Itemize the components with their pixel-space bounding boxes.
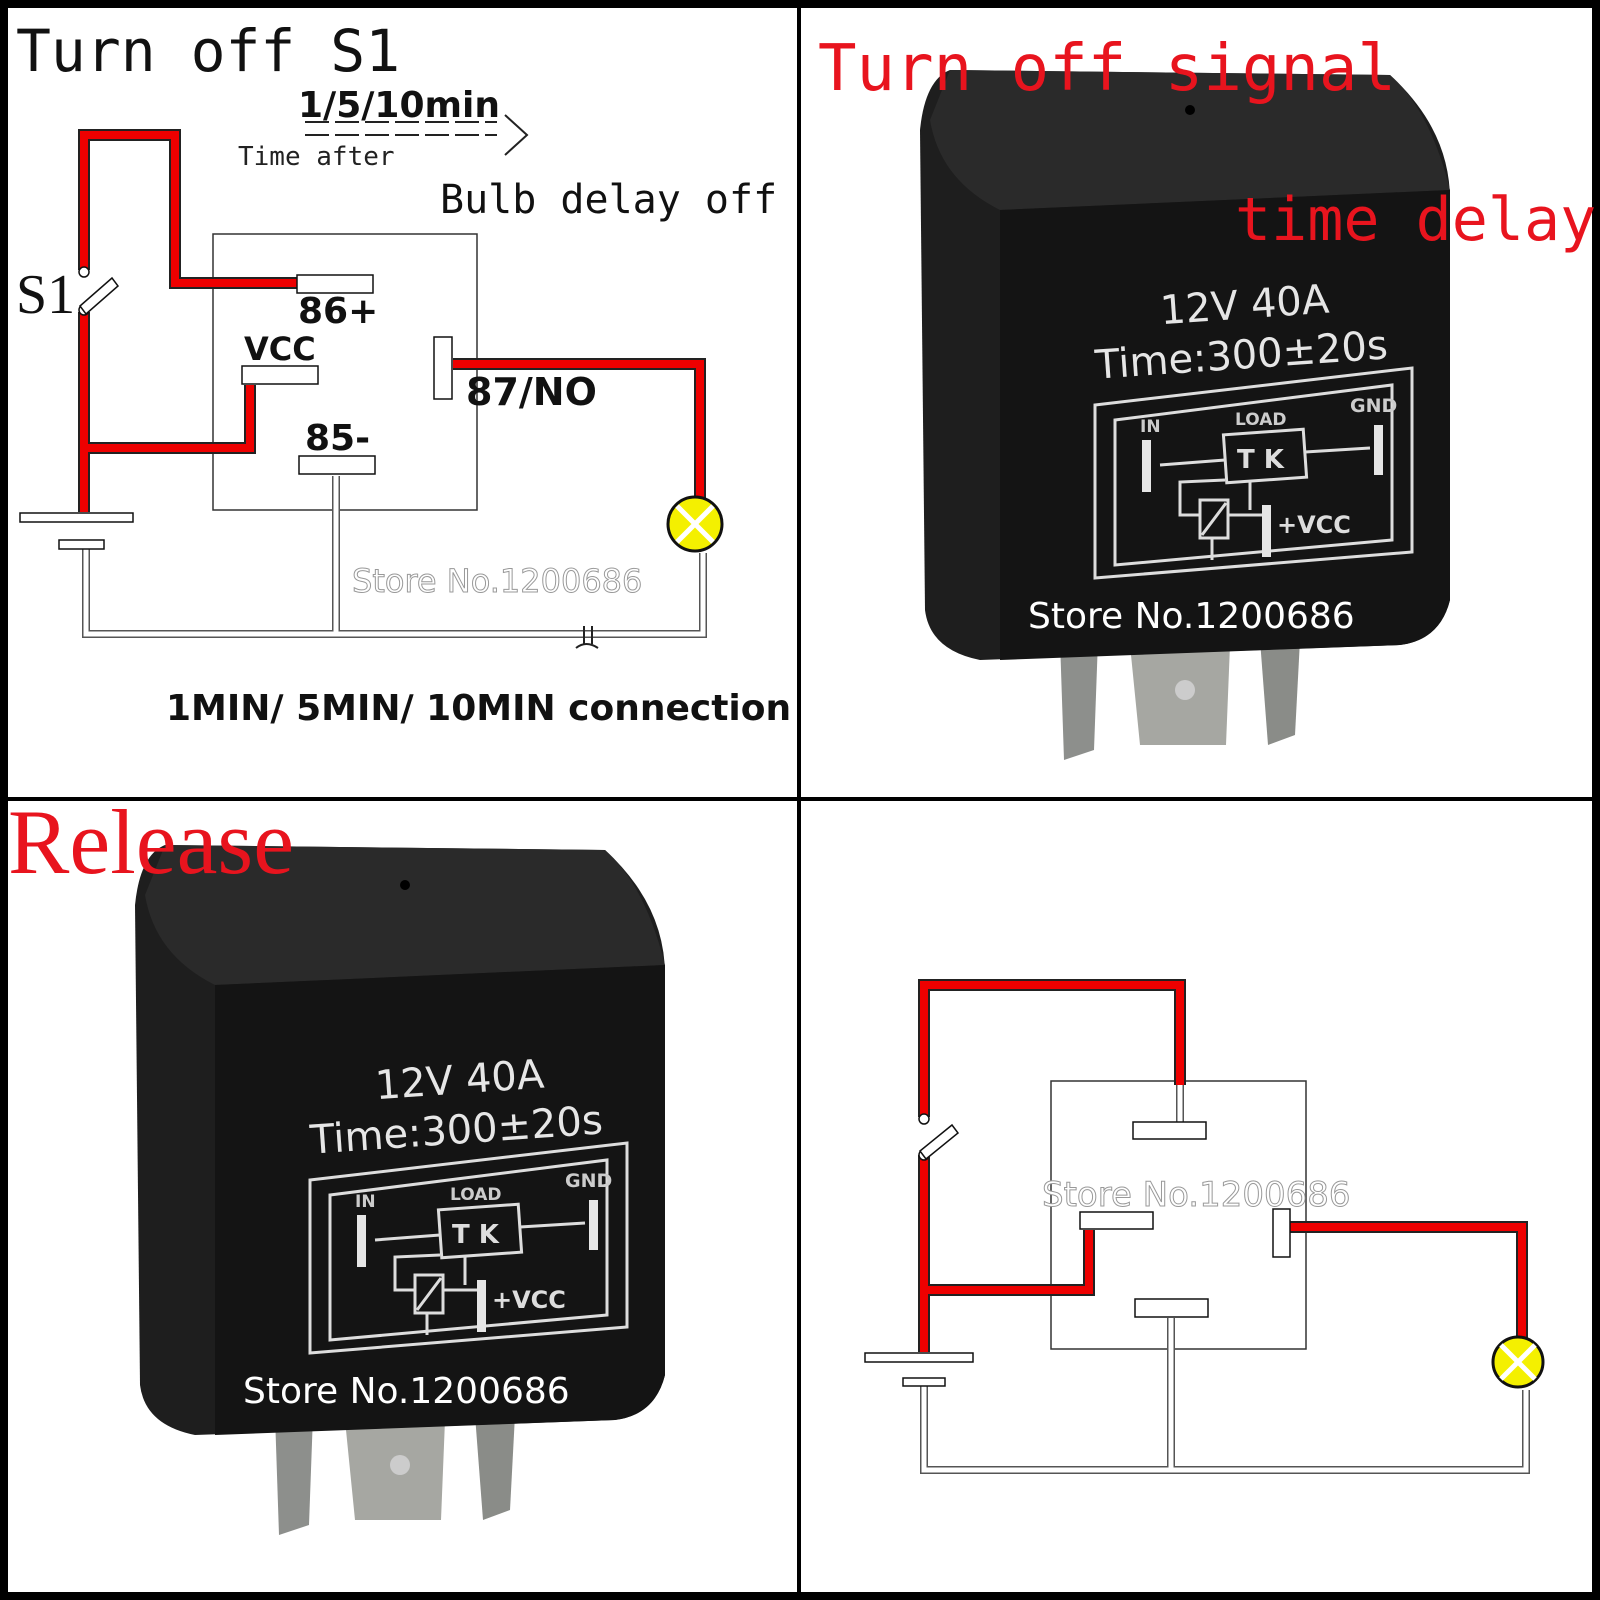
watermark: Store No.1200686 xyxy=(1028,596,1355,637)
battery-plate-short xyxy=(902,1377,946,1387)
relay-gnd-label: GND xyxy=(565,1170,612,1192)
relay-outline xyxy=(212,233,478,511)
active-wire xyxy=(920,981,1526,1352)
relay-vcc-label: +VCC xyxy=(1277,511,1351,539)
title-turn-off-signal: Turn off signal xyxy=(818,32,1396,106)
bulb-delay-off-label: Bulb delay off xyxy=(440,177,777,223)
pin-vcc-pad xyxy=(1079,1211,1154,1230)
pin-85-pad xyxy=(1134,1298,1209,1318)
watermark: Store No.1200686 xyxy=(243,1371,570,1412)
relay-load-label: LOAD xyxy=(450,1185,502,1205)
active-wire xyxy=(80,131,704,512)
pin-87-label: 87/NO xyxy=(466,370,597,414)
relay-photo-bottom-left: 12V 40A Time:300±20s IN LOAD GND T K +VC… xyxy=(8,791,667,1537)
ground-wire xyxy=(921,1085,1529,1473)
caption-connection: 1MIN/ 5MIN/ 10MIN connection xyxy=(166,688,791,729)
relay-gnd-label: GND xyxy=(1350,395,1397,417)
switch-s1-label: S1 xyxy=(16,264,75,326)
bulb-icon xyxy=(666,495,724,553)
panel-bottom-right xyxy=(801,801,1592,1592)
ground-symbol xyxy=(575,626,599,649)
time-arrow xyxy=(305,114,529,156)
relay-in-label: IN xyxy=(1140,417,1161,437)
pin-86-pad xyxy=(296,274,374,294)
pin-87-pad xyxy=(433,336,453,400)
title-release: Release xyxy=(8,791,294,893)
pin-vcc-pad xyxy=(241,365,319,385)
circuit-diagram-bottom-right: Store No.1200686 xyxy=(864,979,1545,1474)
watermark: Store No.1200686 xyxy=(1042,1175,1351,1215)
battery-plate-long xyxy=(864,1352,974,1363)
labels-top-left: Turn off S1 1/5/10min Time after Bulb de… xyxy=(16,17,791,729)
relay-photo-top-right: 12V 40A Time:300±20s IN LOAD GND T K +VC… xyxy=(818,32,1596,762)
time-label: 1/5/10min xyxy=(298,85,500,126)
pin-86-label: 86+ xyxy=(298,291,378,332)
time-after-label: Time after xyxy=(238,142,395,172)
pin-86-pad xyxy=(1132,1121,1207,1140)
panel-top-left xyxy=(8,8,797,797)
switch-s1 xyxy=(78,266,120,316)
pin-vcc-label: VCC xyxy=(244,330,316,368)
battery-plate-long xyxy=(19,512,134,523)
circuit-diagram-top-left xyxy=(19,114,724,649)
bulb-icon xyxy=(1491,1335,1545,1389)
switch xyxy=(918,1113,960,1161)
relay-tk-label: T K xyxy=(1237,445,1285,475)
subtitle-time-delay: time delay xyxy=(1235,185,1596,255)
relay-tk-label: T K xyxy=(452,1220,500,1250)
pin-85-pad xyxy=(298,455,376,475)
title-turn-off-s1: Turn off S1 xyxy=(16,17,400,85)
relay-vcc-label: +VCC xyxy=(492,1286,566,1314)
relay-in-label: IN xyxy=(355,1192,376,1212)
pin-85-label: 85- xyxy=(305,418,370,459)
watermark: Store No.1200686 xyxy=(352,562,642,600)
battery-plate-short xyxy=(58,539,105,550)
relay-load-label: LOAD xyxy=(1235,410,1287,430)
pin-87-pad xyxy=(1272,1208,1291,1258)
